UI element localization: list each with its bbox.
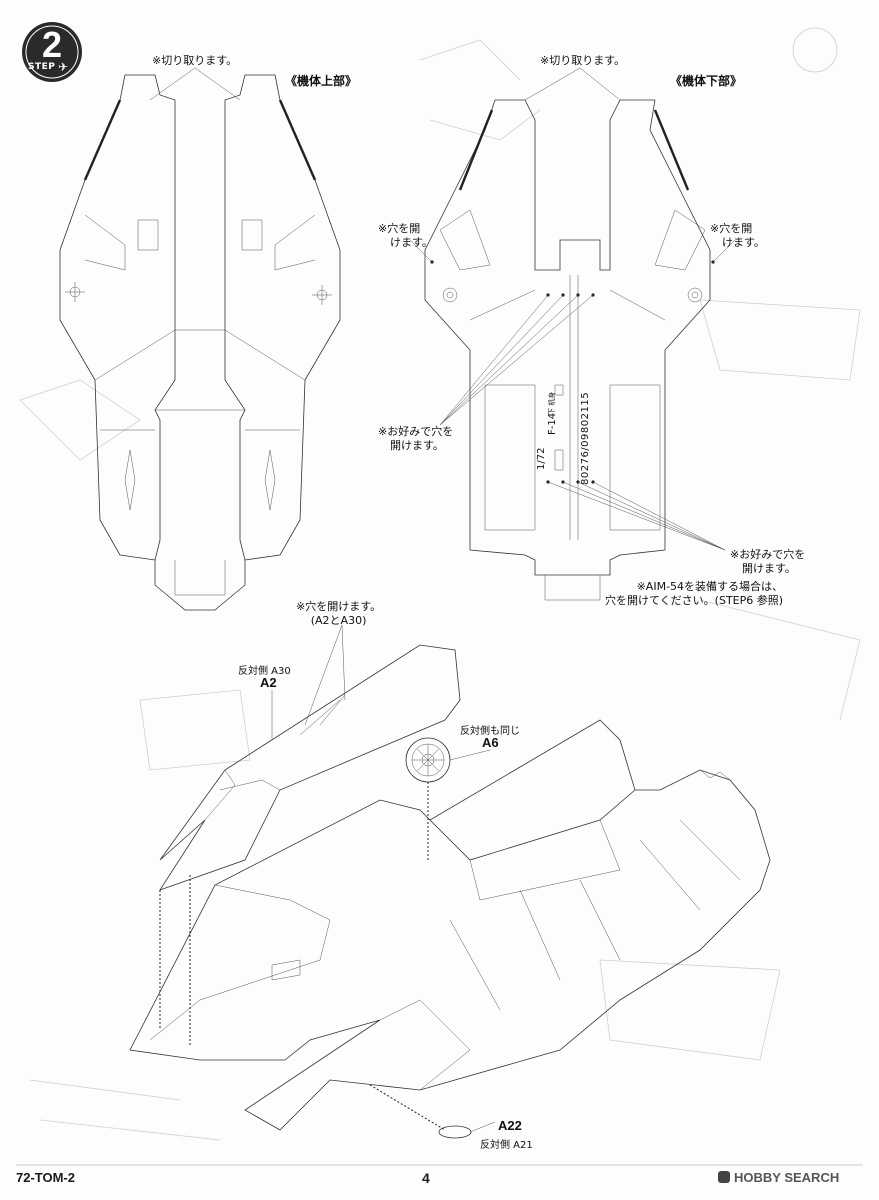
opposite-a30-label: 反対側 A30 xyxy=(238,666,291,677)
step-arrow-icon: ✈ xyxy=(58,60,69,74)
lower-fuselage-drawing xyxy=(409,67,736,601)
footer-page-number: 4 xyxy=(422,1170,430,1186)
bottom-view-title: 《機体下部》 xyxy=(670,74,743,88)
part-a6-label: A6 xyxy=(482,735,499,750)
hole-note-left: ※穴を開 けます。 xyxy=(378,222,433,249)
step-badge-graphic xyxy=(22,22,82,82)
molded-part-name: 下 机身 xyxy=(548,391,556,415)
molded-model-text: F-14 xyxy=(547,412,558,435)
molded-scale-text: 1/72 xyxy=(536,447,547,470)
assembly-hole-note: ※穴を開けます。 (A2とA30) xyxy=(296,600,382,627)
aim54-note: ※AIM-54を装備する場合は、 穴を開けてください。(STEP6 参照) xyxy=(605,580,784,607)
watermark-logo-icon xyxy=(718,1171,730,1183)
upper-fuselage-drawing xyxy=(59,67,341,611)
optional-hole-note-right: ※お好みで穴を 開けます。 xyxy=(730,548,806,575)
optional-hole-note-left: ※お好みで穴を 開けます。 xyxy=(378,425,454,452)
watermark: HOBBY SEARCH xyxy=(718,1170,839,1185)
opposite-a21-label: 反対側 A21 xyxy=(480,1140,533,1151)
step-badge: 2 STEP ✈ xyxy=(22,22,82,82)
part-a22-label: A22 xyxy=(498,1118,522,1133)
top-cut-note: ※切り取ります。 xyxy=(152,54,238,67)
top-view-title: 《機体上部》 xyxy=(285,74,358,88)
bottom-cut-note: ※切り取ります。 xyxy=(540,54,626,67)
bleed-through-art xyxy=(19,27,861,1141)
molded-part-number: 80276/09802115 xyxy=(580,391,591,485)
part-a2-label: A2 xyxy=(260,675,277,690)
step-number: 2 xyxy=(41,24,63,65)
assembly-drawing xyxy=(129,624,771,1139)
hole-note-right: ※穴を開 けます。 xyxy=(710,222,765,249)
footer-product-code: 72-TOM-2 xyxy=(16,1170,75,1185)
step-label: STEP xyxy=(28,62,56,72)
same-opposite-label: 反対側も同じ xyxy=(460,726,520,737)
